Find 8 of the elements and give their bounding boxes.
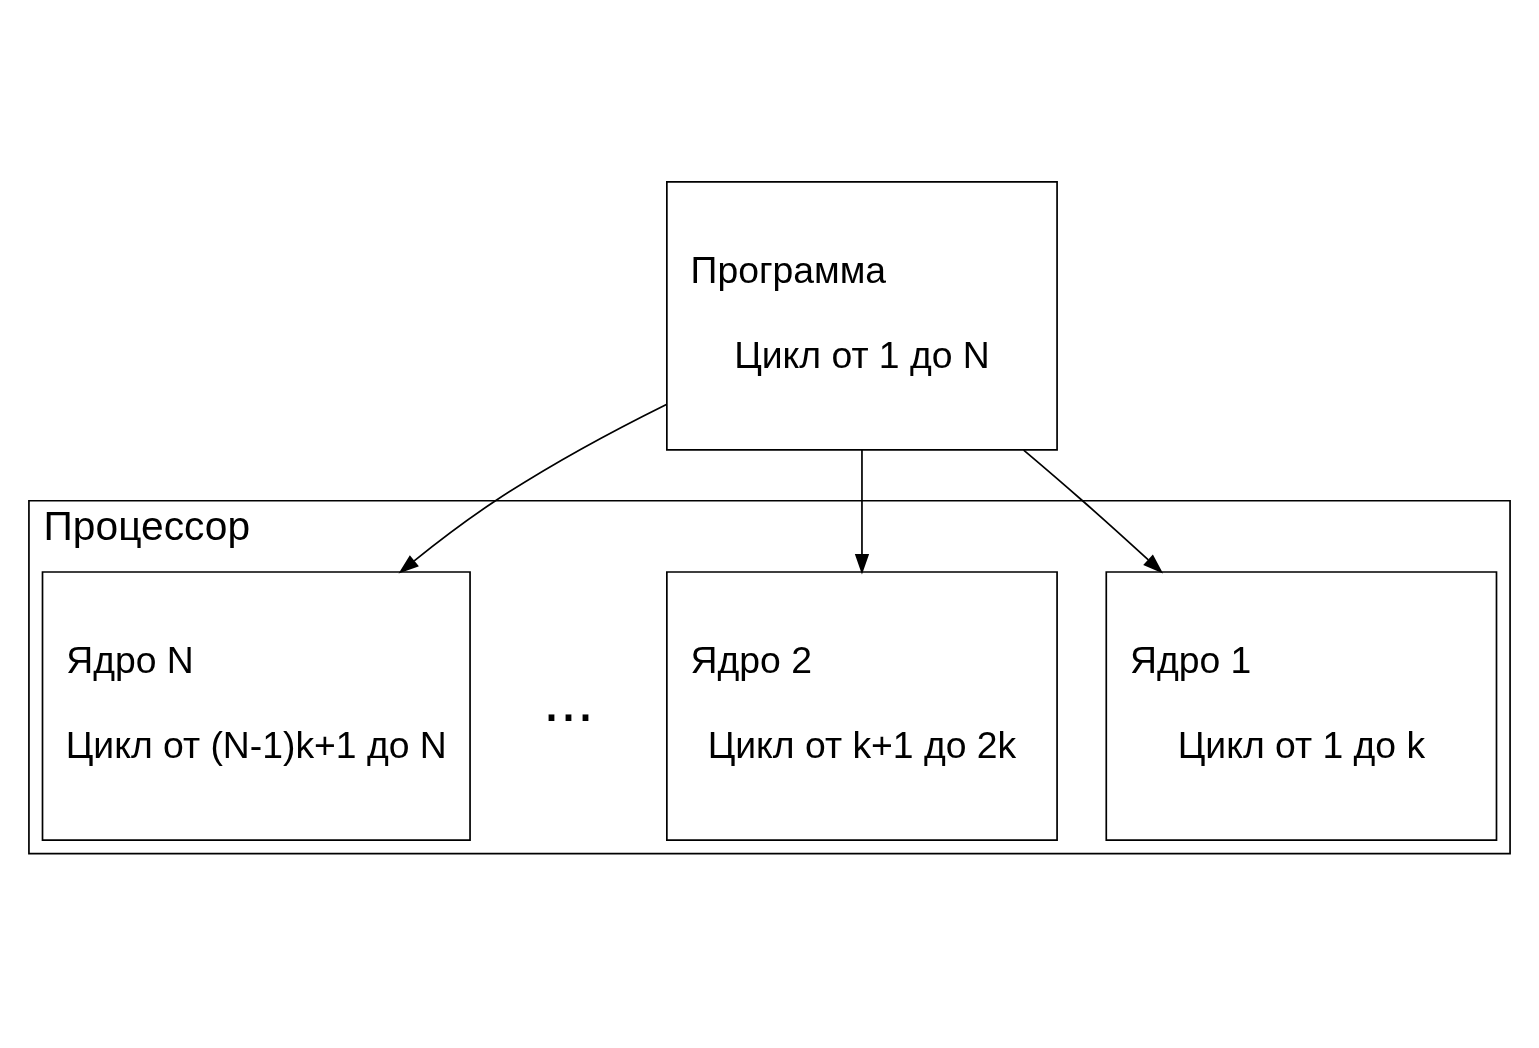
node-box: Ядро 1 Цикл от 1 до k	[1105, 570, 1498, 841]
node-box: Ядро 2 Цикл от k+1 до 2k	[666, 570, 1058, 841]
node-box: Программа Цикл от 1 до N	[666, 180, 1058, 451]
node-box: Ядро N Цикл от (N-1)k+1 до N	[41, 570, 471, 841]
label: ...	[543, 665, 594, 734]
arrow	[1022, 448, 1164, 573]
arrow	[854, 448, 870, 574]
arrow	[398, 403, 668, 574]
